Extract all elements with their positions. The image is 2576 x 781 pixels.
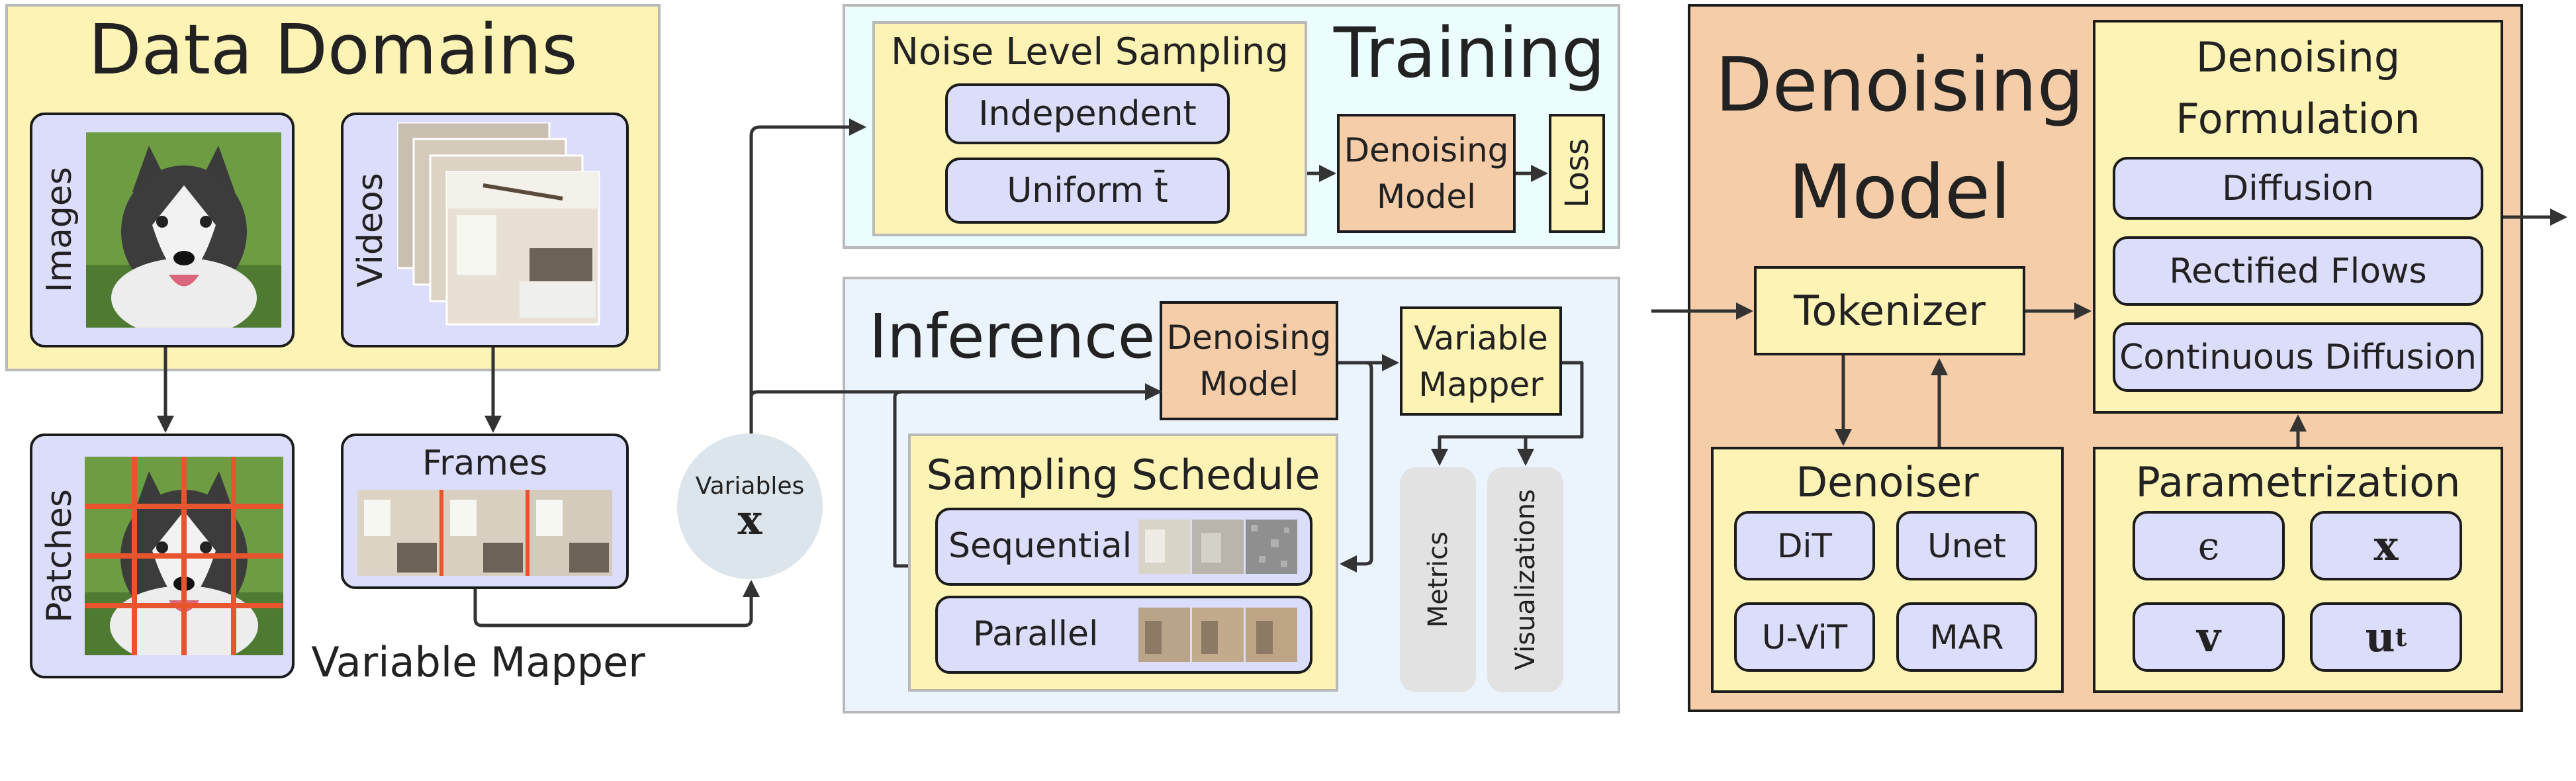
loss-label: Loss	[1558, 138, 1596, 208]
parallel-label: Parallel	[973, 614, 1099, 654]
denoiser-title: Denoiser	[1796, 457, 1979, 506]
data-domains-title: Data Domains	[88, 9, 578, 90]
visualizations-label: Visualizations	[1510, 489, 1541, 670]
training-title: Training	[1333, 13, 1606, 93]
variables-symbol: x	[737, 495, 762, 544]
sampling-schedule-title: Sampling Schedule	[926, 450, 1320, 499]
frames-label: Frames	[422, 443, 548, 483]
patched-husky-photo	[85, 457, 283, 655]
sequential-thumbnails	[1138, 520, 1297, 574]
loss-box: Loss	[1549, 114, 1605, 233]
inference-variable-mapper: Variable Mapper	[1400, 306, 1562, 416]
variable-mapper-label: Variable Mapper	[311, 637, 645, 686]
denoising-formulation-title: Denoising Formulation	[2176, 33, 2420, 143]
denoiser-dit: DiT	[1734, 511, 1875, 580]
noise-level-title: Noise Level Sampling	[891, 30, 1289, 73]
param-u-subscript: t	[2395, 622, 2407, 652]
denoiser-mar: MAR	[1896, 602, 2037, 672]
inference-title: Inference	[869, 301, 1156, 372]
independent-option: Independent	[945, 83, 1230, 144]
inference-denoising-model: Denoising Model	[1160, 301, 1338, 420]
formulation-diffusion: Diffusion	[2113, 157, 2483, 220]
visualizations-column: Visualizations	[1487, 467, 1563, 692]
denoiser-u-vit: U-ViT	[1734, 602, 1875, 672]
denoiser-unet: Unet	[1896, 511, 2037, 580]
frames-strip	[357, 490, 612, 576]
formulation-continuous-diffusion: Continuous Diffusion	[2113, 322, 2483, 392]
variables-label: Variables	[695, 472, 805, 500]
param-epsilon: ϵ	[2133, 511, 2285, 580]
variables-circle: Variables x	[677, 434, 823, 579]
sequential-label: Sequential	[948, 526, 1132, 566]
parametrization-title: Parametrization	[2135, 457, 2461, 506]
training-denoising-model: Denoising Model	[1337, 114, 1516, 233]
param-v: v	[2133, 602, 2285, 672]
uniform-option: Uniform t̄	[945, 158, 1230, 224]
metrics-label: Metrics	[1422, 531, 1453, 628]
bedroom-photo	[397, 122, 600, 326]
metrics-column: Metrics	[1400, 467, 1476, 692]
denoising-model-title: Denoising Model	[1715, 42, 2084, 236]
tokenizer-box: Tokenizer	[1754, 266, 2025, 355]
param-x: x	[2310, 511, 2462, 580]
patches-label: Patches	[40, 489, 79, 623]
formulation-rectified-flows: Rectified Flows	[2113, 236, 2483, 306]
videos-label: Videos	[351, 173, 391, 287]
parallel-thumbnails	[1138, 608, 1297, 662]
images-label: Images	[40, 167, 79, 293]
param-u-symbol: u	[2365, 613, 2395, 661]
husky-photo	[86, 132, 281, 328]
